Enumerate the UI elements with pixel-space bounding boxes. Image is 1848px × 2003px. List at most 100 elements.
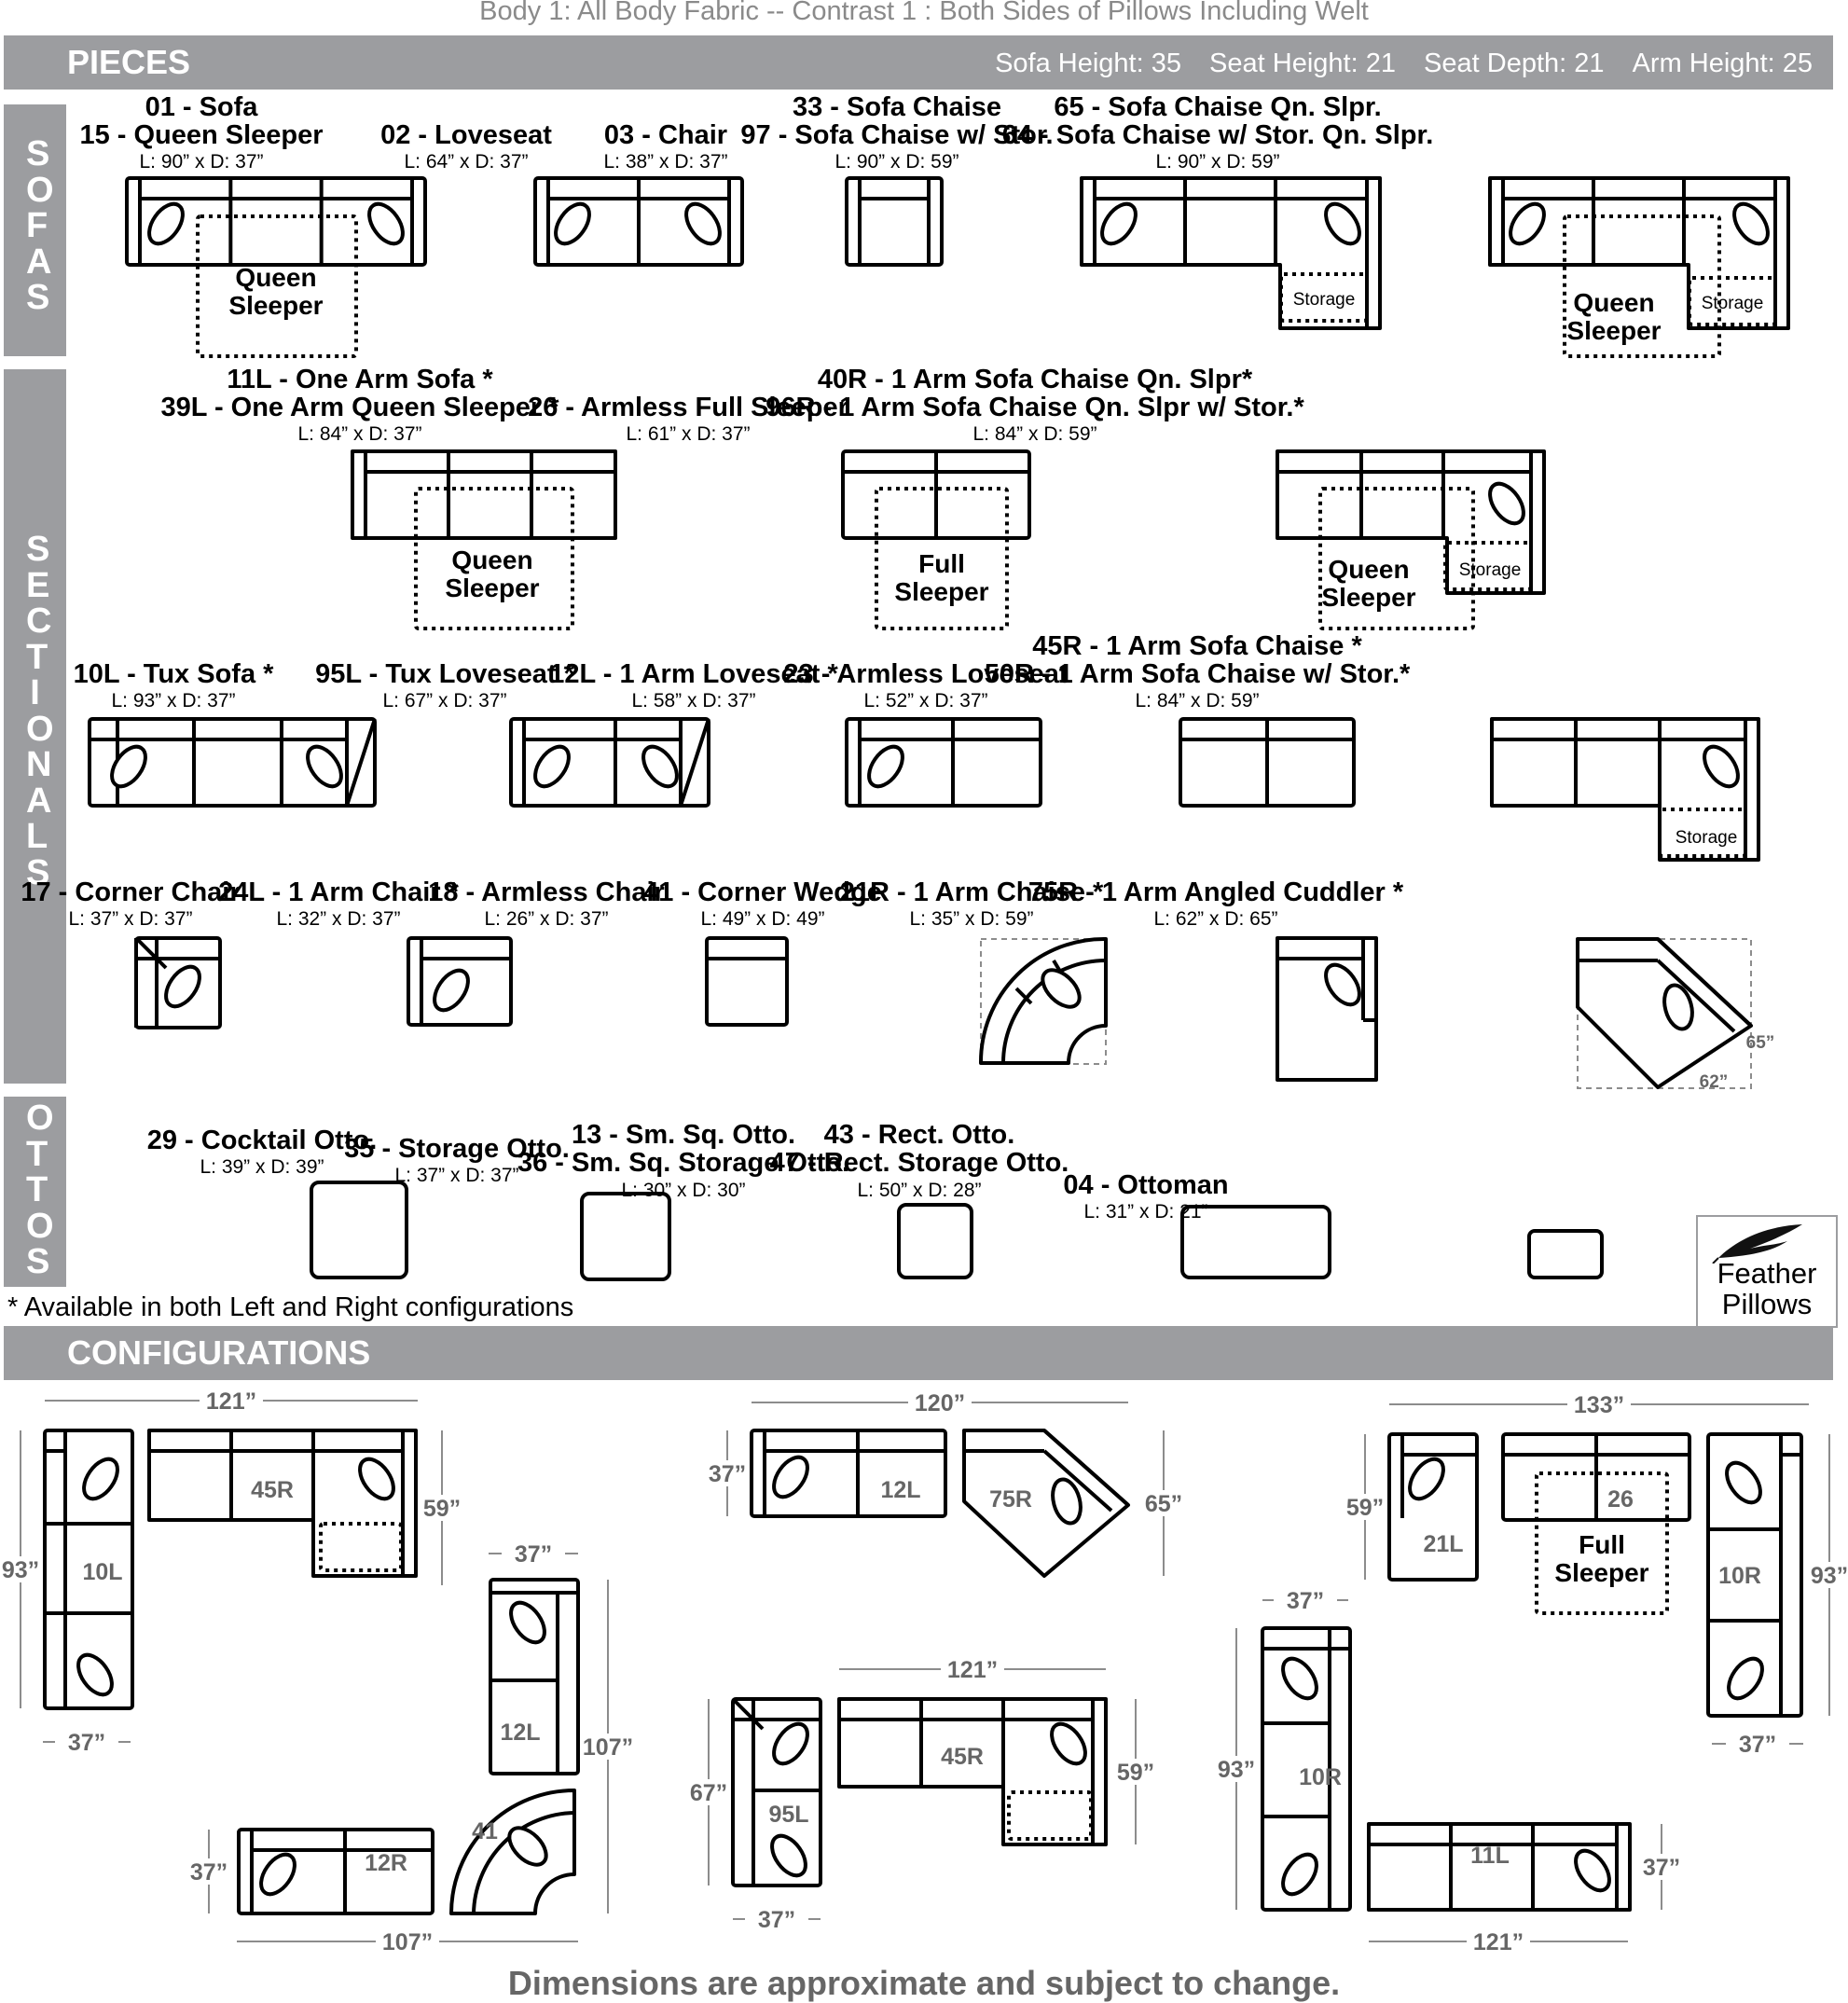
sofa-chaise-65-frame (1488, 176, 1790, 330)
i29-title: 29 - Cocktail Otto. (146, 1126, 378, 1155)
sofa-chaise-65-queen-label: Queen (1573, 288, 1654, 317)
c1-bottom-bg (55, 1729, 118, 1755)
c4-bottom-bg (745, 1906, 808, 1932)
c1-45r-frame (147, 1429, 418, 1578)
sectionals-sidebar (4, 369, 66, 1084)
i43-dimensions: L: 50” x D: 28” (857, 1180, 982, 1201)
sofa-chaise-33-storage-label: Storage (1293, 290, 1356, 310)
feather-pillows-badge: Feather Pillows (1696, 1215, 1838, 1328)
i10-title: 10L - Tux Sofa * (73, 659, 274, 689)
c4-95l-pillow-bottom (770, 1833, 807, 1878)
c3-width-label: 120” (915, 1390, 965, 1416)
i11-subtitle: 39L - One Arm Queen Sleeper * (160, 393, 559, 422)
c6-bottom-bg (1467, 1928, 1530, 1955)
c2-12r-frame (237, 1828, 434, 1915)
i95-title: 95L - Tux Loveseat * (315, 659, 574, 689)
c3-75r-pillow (1051, 1477, 1083, 1526)
i12-dimensions: L: 58” x D: 37” (631, 690, 756, 711)
i01-dimensions: L: 90” x D: 37” (139, 151, 264, 173)
c1-10l-pillow-top (82, 1457, 119, 1501)
i02-dimensions: L: 64” x D: 37” (404, 151, 529, 173)
c5-10r-pillow-bottom (1727, 1656, 1764, 1701)
sofa-chaise-40-frame (1276, 449, 1546, 595)
i17-dimensions: L: 37” x D: 37” (68, 908, 193, 930)
i04-title: 04 - Ottoman (1063, 1170, 1229, 1200)
c6-height-right-bg (1632, 1854, 1691, 1880)
c2-41-frame (449, 1789, 576, 1915)
sofa-01-sleeper-outline (196, 214, 358, 358)
tux-loveseat-95-pillow-right (641, 744, 679, 789)
sofa-01-frame (125, 176, 427, 267)
fabric-header: Body 1: All Body Fabric -- Contrast 1 : … (479, 0, 1369, 26)
arm-height: Arm Height: 25 (1632, 48, 1813, 78)
i65-subtitle: 64 - Sofa Chaise w/ Stor. Qn. Slpr. (1001, 120, 1434, 150)
sofa-chaise-40-pillow (1488, 481, 1525, 526)
chair-03-frame (845, 176, 944, 267)
armless-26-sleeper-outline (875, 487, 1009, 630)
sectionals-label: SECTIONALS (26, 530, 54, 892)
sofas-sidebar (4, 104, 66, 356)
c5-width-bg (1567, 1391, 1631, 1417)
c5-bottom-bg (1726, 1731, 1789, 1757)
c1-bottom-label: 37” (68, 1730, 105, 1756)
armless-26-sleeper-label: Sleeper (894, 577, 988, 606)
i35-dimensions: L: 37” x D: 37” (394, 1165, 519, 1186)
one-arm-sofa-11-sleeper-outline (414, 487, 574, 630)
c6-11l-frame (1367, 1822, 1632, 1912)
c5-26-sleeper-outline (1535, 1471, 1669, 1615)
c4-height-right-label: 59” (1117, 1760, 1154, 1786)
feather-label-line1: Feather (1717, 1257, 1817, 1290)
sofa-chaise-45-frame (1490, 717, 1760, 862)
i21-title: 21R - 1 Arm Chaise * (839, 877, 1104, 907)
sofa-01-pillow-right (367, 201, 405, 246)
c6-lbl-11l: 11L (1470, 1843, 1510, 1869)
c3-height-right-label: 65” (1145, 1491, 1182, 1517)
one-arm-sofa-11-sleeper-label: Sleeper (445, 573, 539, 602)
i13-subtitle: 36 - Sm. Sq. Storage Otto. (517, 1148, 850, 1178)
i65-dimensions: L: 90” x D: 59” (1155, 151, 1280, 173)
c4-45r-pillow (1050, 1721, 1087, 1766)
sofa-chaise-65-pillow-left (1509, 201, 1546, 246)
c3-lbl-12l: 12L (880, 1477, 920, 1503)
sofa-height: Sofa Height: 35 (995, 48, 1181, 78)
c3-height-left-bg (697, 1460, 757, 1486)
footer-disclaimer: Dimensions are approximate and subject t… (507, 1964, 1341, 2002)
c2-width-label: 37” (515, 1541, 552, 1568)
sofa-chaise-65-pillow-right (1732, 201, 1770, 246)
i65-title: 65 - Sofa Chaise Qn. Slpr. (1054, 92, 1382, 122)
corner-chair-17-corner (134, 936, 168, 970)
c3-12l-frame (750, 1429, 947, 1518)
pieces-bar: PIECES Sofa Height: 35 Seat Height: 21 S… (4, 35, 1833, 90)
i45-subtitle: 50R - 1 Arm Sofa Chaise w/ Stor.* (984, 659, 1411, 689)
chaise-21-pillow (1324, 962, 1361, 1007)
c4-lbl-95l: 95L (768, 1802, 808, 1828)
i40-title: 40R - 1 Arm Sofa Chaise Qn. Slpr* (817, 365, 1253, 394)
i40-dimensions: L: 84” x D: 59” (972, 423, 1097, 445)
i04-dimensions: L: 31” x D: 21” (1083, 1201, 1208, 1223)
corner-wedge-41-bounds (980, 938, 1107, 1065)
c5-lbl-21l: 21L (1423, 1531, 1463, 1557)
c6-lbl-10r: 10R (1299, 1764, 1342, 1790)
tux-loveseat-95-angle (679, 718, 710, 807)
i18-dimensions: L: 26” x D: 37” (484, 908, 609, 930)
i45-title: 45R - 1 Arm Sofa Chaise * (1032, 631, 1362, 661)
c1-10l-frame (43, 1429, 134, 1710)
c2-bottom-label: 107” (382, 1929, 433, 1955)
i21-dimensions: L: 35” x D: 59” (909, 908, 1034, 930)
c5-lbl-10r: 10R (1718, 1563, 1761, 1589)
c2-12l-pillow (509, 1600, 546, 1645)
c6-11l-pillow (1574, 1848, 1611, 1893)
tux-sofa-10-angle (345, 718, 377, 807)
ottoman-13-frame (897, 1203, 973, 1279)
c2-12r-pillow (259, 1852, 297, 1897)
c4-95l-angle (731, 1697, 765, 1731)
corner-wedge-41-frame (978, 936, 1108, 1065)
chaise-21-frame (1276, 936, 1378, 1082)
feather-label-line2: Pillows (1721, 1288, 1813, 1320)
c5-height-right-label: 93” (1811, 1563, 1848, 1589)
configurations-title: CONFIGURATIONS (67, 1333, 371, 1372)
corner-wedge-41-div1 (1014, 987, 1033, 1005)
i01-subtitle: 15 - Queen Sleeper (79, 120, 324, 150)
c1-45r-pillow (358, 1457, 395, 1501)
